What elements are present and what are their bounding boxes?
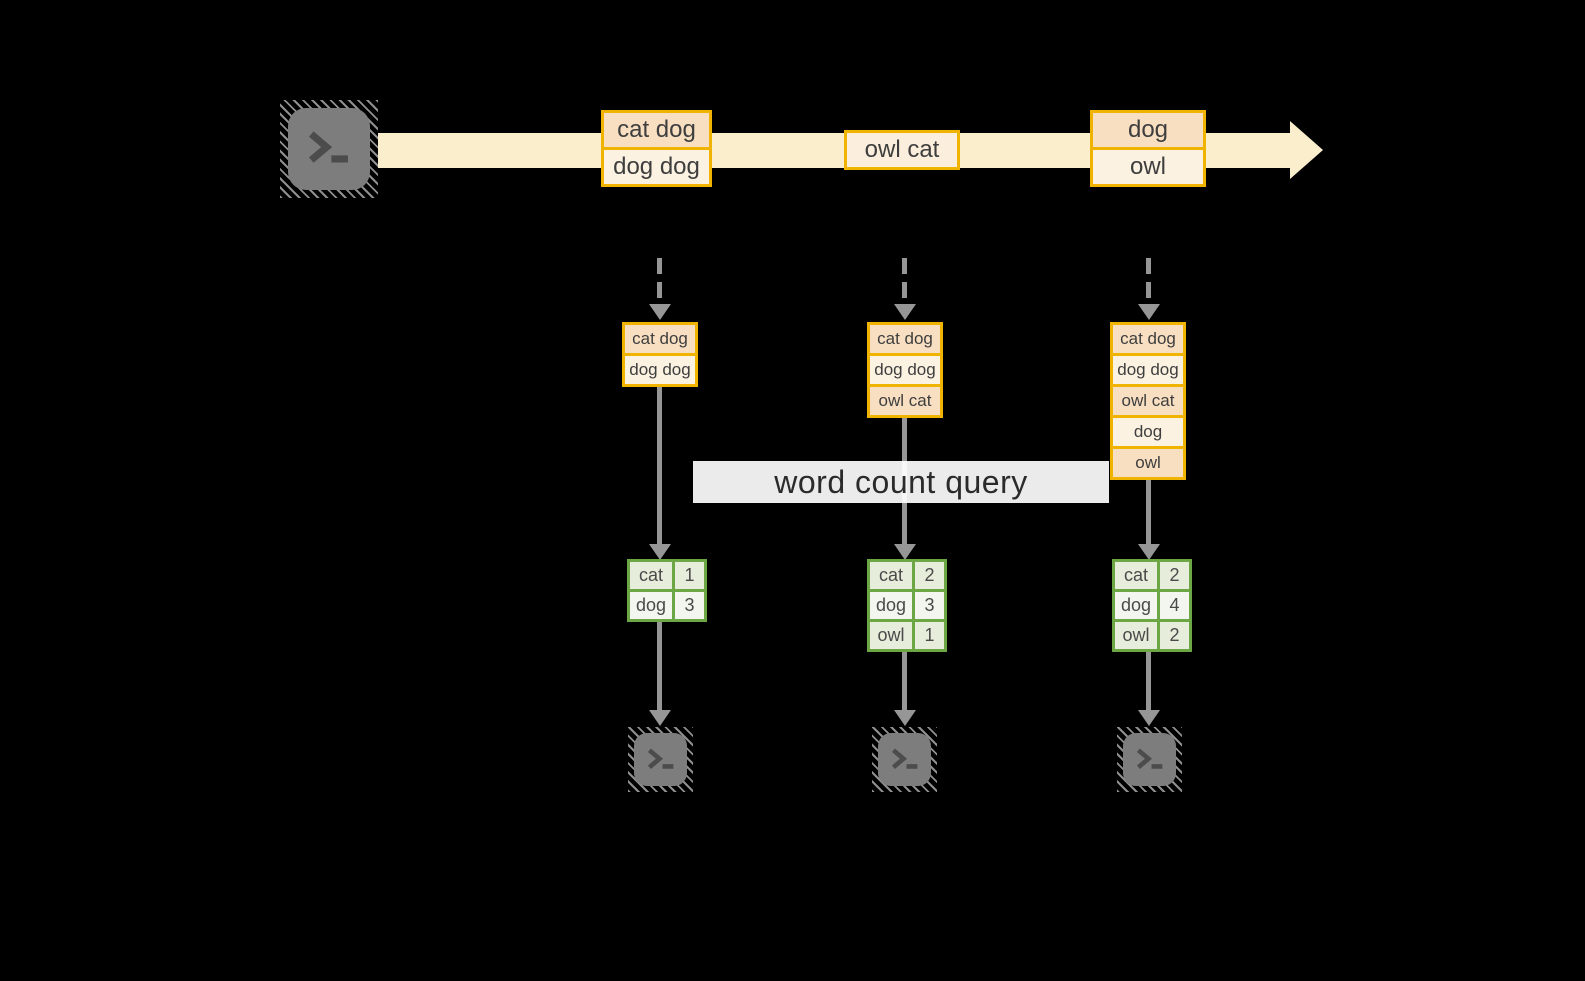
buffer-line: owl: [1110, 446, 1186, 480]
word-count-table-2: cat 2 dog 3 owl 1: [867, 559, 947, 652]
query-label-box: word count query: [693, 461, 1109, 503]
table-row: dog 4: [1112, 589, 1192, 622]
buffer-line: owl cat: [867, 384, 943, 418]
buffer-stack-2: cat dog dog dog owl cat: [867, 322, 943, 418]
word-cell: cat: [1112, 559, 1160, 592]
dashed-down-arrow-icon: [902, 258, 907, 304]
terminal-output-icon: [1117, 727, 1182, 792]
query-label: word count query: [774, 463, 1028, 500]
count-cell: 3: [912, 589, 947, 622]
table-row: dog 3: [627, 589, 707, 622]
table-row: owl 2: [1112, 619, 1192, 652]
stream-event-2: owl cat: [844, 130, 960, 170]
solid-down-arrow-icon: [1146, 478, 1151, 544]
stream-event-line: owl: [1090, 147, 1206, 187]
terminal-output-icon: [628, 727, 693, 792]
solid-down-arrow-icon: [657, 386, 662, 544]
count-cell: 2: [1157, 559, 1192, 592]
word-cell: cat: [627, 559, 675, 592]
buffer-line: dog dog: [622, 353, 698, 387]
result-down-arrow-icon: [657, 621, 662, 710]
shell-prompt-icon: [308, 131, 348, 163]
word-cell: owl: [1112, 619, 1160, 652]
count-cell: 4: [1157, 589, 1192, 622]
table-row: owl 1: [867, 619, 947, 652]
shell-prompt-icon: [891, 747, 917, 769]
shell-prompt-icon: [647, 747, 673, 769]
table-row: dog 3: [867, 589, 947, 622]
stream-event-1: cat dog dog dog: [601, 110, 712, 187]
terminal-source-icon: [280, 100, 378, 198]
count-cell: 3: [672, 589, 707, 622]
terminal-output-icon: [872, 727, 937, 792]
buffer-stack-3: cat dog dog dog owl cat dog owl: [1110, 322, 1186, 480]
stream-band-arrowhead-icon: [1290, 121, 1323, 179]
word-cell: dog: [627, 589, 675, 622]
result-down-arrow-icon: [902, 652, 907, 710]
word-count-table-3: cat 2 dog 4 owl 2: [1112, 559, 1192, 652]
buffer-line: dog dog: [1110, 353, 1186, 387]
word-count-table-1: cat 1 dog 3: [627, 559, 707, 622]
dashed-down-arrow-icon: [1146, 258, 1151, 304]
table-row: cat 2: [1112, 559, 1192, 592]
stream-event-line: dog dog: [601, 147, 712, 187]
dashed-down-arrow-icon: [657, 258, 662, 304]
result-down-arrow-icon: [1146, 652, 1151, 710]
word-cell: dog: [1112, 589, 1160, 622]
buffer-stack-1: cat dog dog dog: [622, 322, 698, 387]
buffer-line: cat dog: [1110, 322, 1186, 356]
word-cell: dog: [867, 589, 915, 622]
buffer-line: dog: [1110, 415, 1186, 449]
buffer-line: cat dog: [622, 322, 698, 356]
count-cell: 2: [1157, 619, 1192, 652]
stream-event-line: dog: [1090, 110, 1206, 150]
buffer-line: cat dog: [867, 322, 943, 356]
stream-event-line: owl cat: [844, 130, 960, 170]
table-row: cat 1: [627, 559, 707, 592]
buffer-line: owl cat: [1110, 384, 1186, 418]
count-cell: 1: [672, 559, 707, 592]
buffer-line: dog dog: [867, 353, 943, 387]
word-cell: cat: [867, 559, 915, 592]
shell-prompt-icon: [1136, 747, 1162, 769]
count-cell: 1: [912, 619, 947, 652]
word-cell: owl: [867, 619, 915, 652]
stream-event-line: cat dog: [601, 110, 712, 150]
table-row: cat 2: [867, 559, 947, 592]
stream-event-3: dog owl: [1090, 110, 1206, 187]
count-cell: 2: [912, 559, 947, 592]
